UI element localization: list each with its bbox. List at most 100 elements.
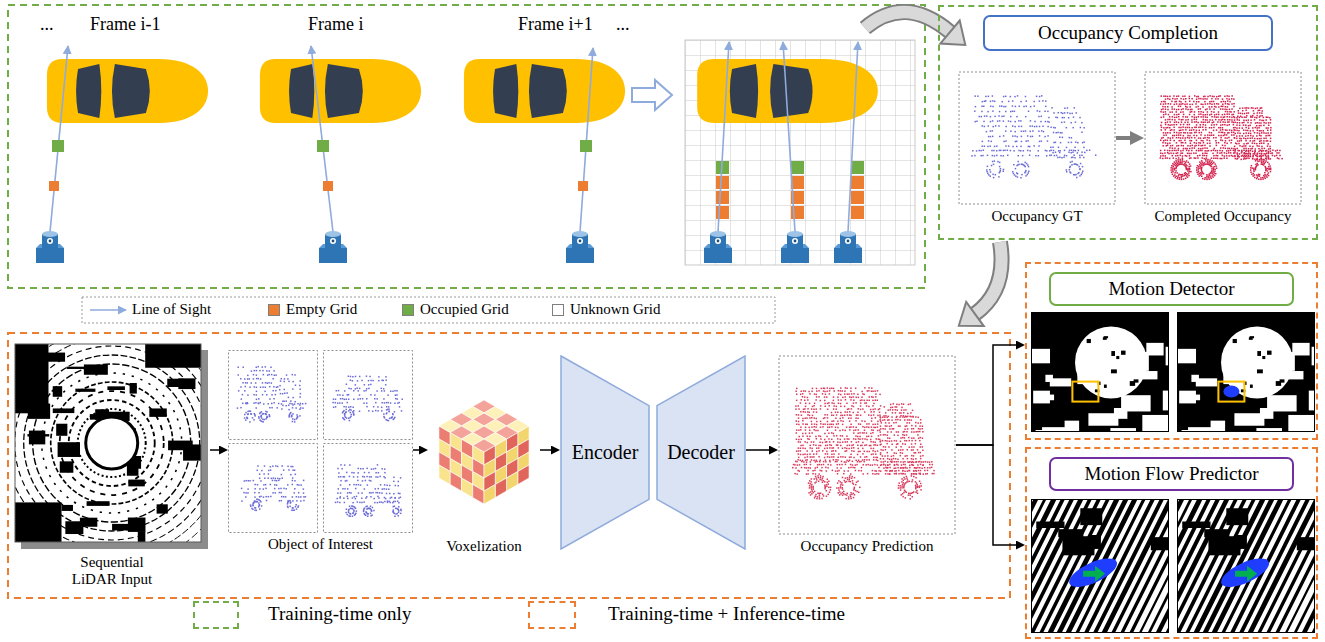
point [269, 398, 271, 400]
point [1277, 150, 1279, 152]
scan-ring [33, 364, 191, 522]
point [1261, 148, 1263, 150]
point [990, 136, 992, 138]
point [1259, 175, 1261, 177]
point [1020, 101, 1022, 103]
caption: Occupancy GT [958, 208, 1116, 225]
point [1029, 131, 1031, 133]
point [1195, 127, 1197, 129]
scan-ring [15, 344, 201, 542]
point [1058, 150, 1060, 152]
point [1196, 167, 1198, 169]
point [1081, 172, 1083, 174]
point [1171, 150, 1173, 152]
point [271, 407, 273, 409]
point [1014, 131, 1016, 133]
point [1048, 121, 1050, 123]
point [285, 400, 287, 402]
point [1038, 145, 1040, 147]
point [1047, 111, 1049, 113]
point [1204, 179, 1206, 181]
point [1248, 107, 1250, 109]
point [1010, 96, 1012, 98]
point [1028, 146, 1030, 148]
point [292, 413, 294, 415]
point [269, 386, 271, 388]
point [1180, 152, 1182, 154]
point [1052, 146, 1054, 148]
point [1246, 150, 1248, 152]
point [1222, 103, 1224, 105]
point [1260, 125, 1262, 127]
point [1262, 178, 1264, 180]
point [260, 415, 262, 417]
point [1180, 98, 1182, 100]
point [1197, 165, 1199, 167]
point [256, 374, 258, 376]
point [1188, 166, 1190, 168]
point [1164, 152, 1166, 154]
point [991, 165, 993, 167]
point [1216, 142, 1218, 144]
point [1027, 135, 1029, 137]
point [993, 164, 995, 166]
connector [956, 345, 1016, 445]
point [1176, 172, 1178, 174]
point [986, 131, 988, 133]
point [1191, 140, 1193, 142]
point [1194, 137, 1196, 139]
point [1242, 110, 1244, 112]
point [1063, 156, 1065, 158]
point [1182, 96, 1184, 98]
point [1216, 167, 1218, 169]
point [1198, 98, 1200, 100]
point [992, 130, 994, 132]
point [1254, 140, 1256, 142]
point [1276, 152, 1278, 154]
point [1223, 101, 1225, 103]
point [1178, 127, 1180, 129]
point [1257, 138, 1259, 140]
point [278, 403, 280, 405]
point [982, 155, 984, 157]
point [1252, 130, 1254, 132]
point [1229, 101, 1231, 103]
point [1175, 153, 1177, 155]
point [1021, 131, 1023, 133]
point [1201, 140, 1203, 142]
point [1071, 137, 1073, 139]
point [1248, 152, 1250, 154]
point [1253, 171, 1255, 173]
point [1222, 155, 1224, 157]
point [1217, 121, 1219, 123]
point [1017, 176, 1019, 178]
image-border [15, 344, 201, 542]
point [1198, 116, 1200, 118]
point [1185, 108, 1187, 110]
point [1163, 135, 1165, 137]
point [251, 413, 253, 415]
point [1181, 121, 1183, 123]
lidar-scan [15, 344, 201, 542]
point [1215, 157, 1217, 159]
point [1245, 117, 1247, 119]
point [1202, 124, 1204, 126]
point [1253, 169, 1255, 171]
point [1193, 101, 1195, 103]
point [1079, 155, 1081, 157]
point [1225, 129, 1227, 131]
point [1226, 124, 1228, 126]
point [1037, 110, 1039, 112]
point [1209, 135, 1211, 137]
point [1163, 140, 1165, 142]
point [1165, 111, 1167, 113]
point [1160, 157, 1162, 159]
point [1173, 127, 1175, 129]
point [292, 397, 294, 399]
point [1214, 171, 1216, 173]
point [1176, 101, 1178, 103]
point [1176, 137, 1178, 139]
point [1257, 156, 1259, 158]
point [1258, 145, 1260, 147]
point [1169, 158, 1171, 160]
